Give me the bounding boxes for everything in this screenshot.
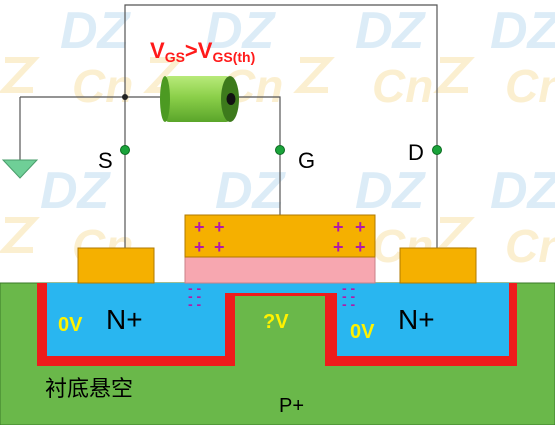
- watermark-text: DZ: [355, 162, 427, 220]
- minus-charge: - -: [342, 288, 356, 304]
- plus-charge: +: [194, 217, 205, 237]
- plus-charge: +: [355, 237, 366, 257]
- watermark-text: Cn: [72, 60, 133, 112]
- watermark-z: [433, 217, 475, 253]
- n-plus-right-label: N+: [398, 304, 435, 335]
- watermark-z: [0, 217, 40, 253]
- plus-charge: +: [333, 237, 344, 257]
- watermark-z: [293, 57, 335, 93]
- drain-label: D: [408, 140, 424, 165]
- left-voltage-label: 0V: [58, 314, 83, 336]
- watermark-text: DZ: [490, 2, 555, 60]
- threshold-condition: VGS>VGS(th): [150, 38, 255, 65]
- plus-charge: +: [333, 217, 344, 237]
- watermark-text: Cn: [505, 220, 555, 272]
- source-contact: [77, 247, 155, 284]
- wires: [19, 4, 438, 248]
- gate-label: G: [298, 148, 315, 173]
- drain-contact: [399, 247, 477, 284]
- watermark-text: DZ: [215, 162, 287, 220]
- watermark-z: [0, 57, 40, 93]
- middle-voltage-label: ?V: [263, 311, 289, 333]
- watermark-text: DZ: [60, 2, 132, 60]
- gate-charges: + + + + + + + +: [194, 217, 366, 257]
- watermark-text: DZ: [490, 162, 555, 220]
- watermark-text: Cn: [372, 60, 433, 112]
- minus-charge: - -: [342, 280, 356, 296]
- gate-electrode: [184, 214, 376, 258]
- watermark-text: DZ: [40, 162, 112, 220]
- plus-charge: +: [194, 237, 205, 257]
- gate-wire: [232, 96, 281, 150]
- right-voltage-label: 0V: [350, 321, 375, 343]
- plus-charge: +: [214, 237, 225, 257]
- plus-charge: +: [355, 217, 366, 237]
- substrate-floating-label: 衬底悬空: [45, 376, 133, 401]
- source-terminal: [120, 145, 130, 155]
- channel-charges: - - - - - - - - - - - -: [188, 280, 356, 312]
- minus-charge: - -: [188, 280, 202, 296]
- minus-charge: - -: [342, 296, 356, 312]
- n-plus-left-label: N+: [106, 304, 143, 335]
- substrate-type-label: P+: [279, 395, 304, 417]
- junction-dot: [122, 94, 128, 100]
- watermark-text: DZ: [355, 2, 427, 60]
- source-label: S: [98, 148, 113, 173]
- minus-charge: - -: [188, 296, 202, 312]
- n-plus-right-region: [337, 283, 509, 356]
- drain-terminal: [432, 145, 442, 155]
- gate-oxide: [184, 256, 376, 284]
- n-plus-left-region: [47, 283, 225, 356]
- ground-icon: [1, 159, 39, 179]
- watermark-text: DZ: [205, 2, 277, 60]
- channel-strip: [225, 283, 337, 293]
- minus-charge: - -: [188, 288, 202, 304]
- plus-charge: +: [214, 217, 225, 237]
- battery-icon: [160, 76, 239, 122]
- watermark-text: Cn: [505, 60, 555, 112]
- gate-terminal: [275, 145, 285, 155]
- watermark-z: [433, 57, 475, 93]
- top-wire: [124, 4, 438, 150]
